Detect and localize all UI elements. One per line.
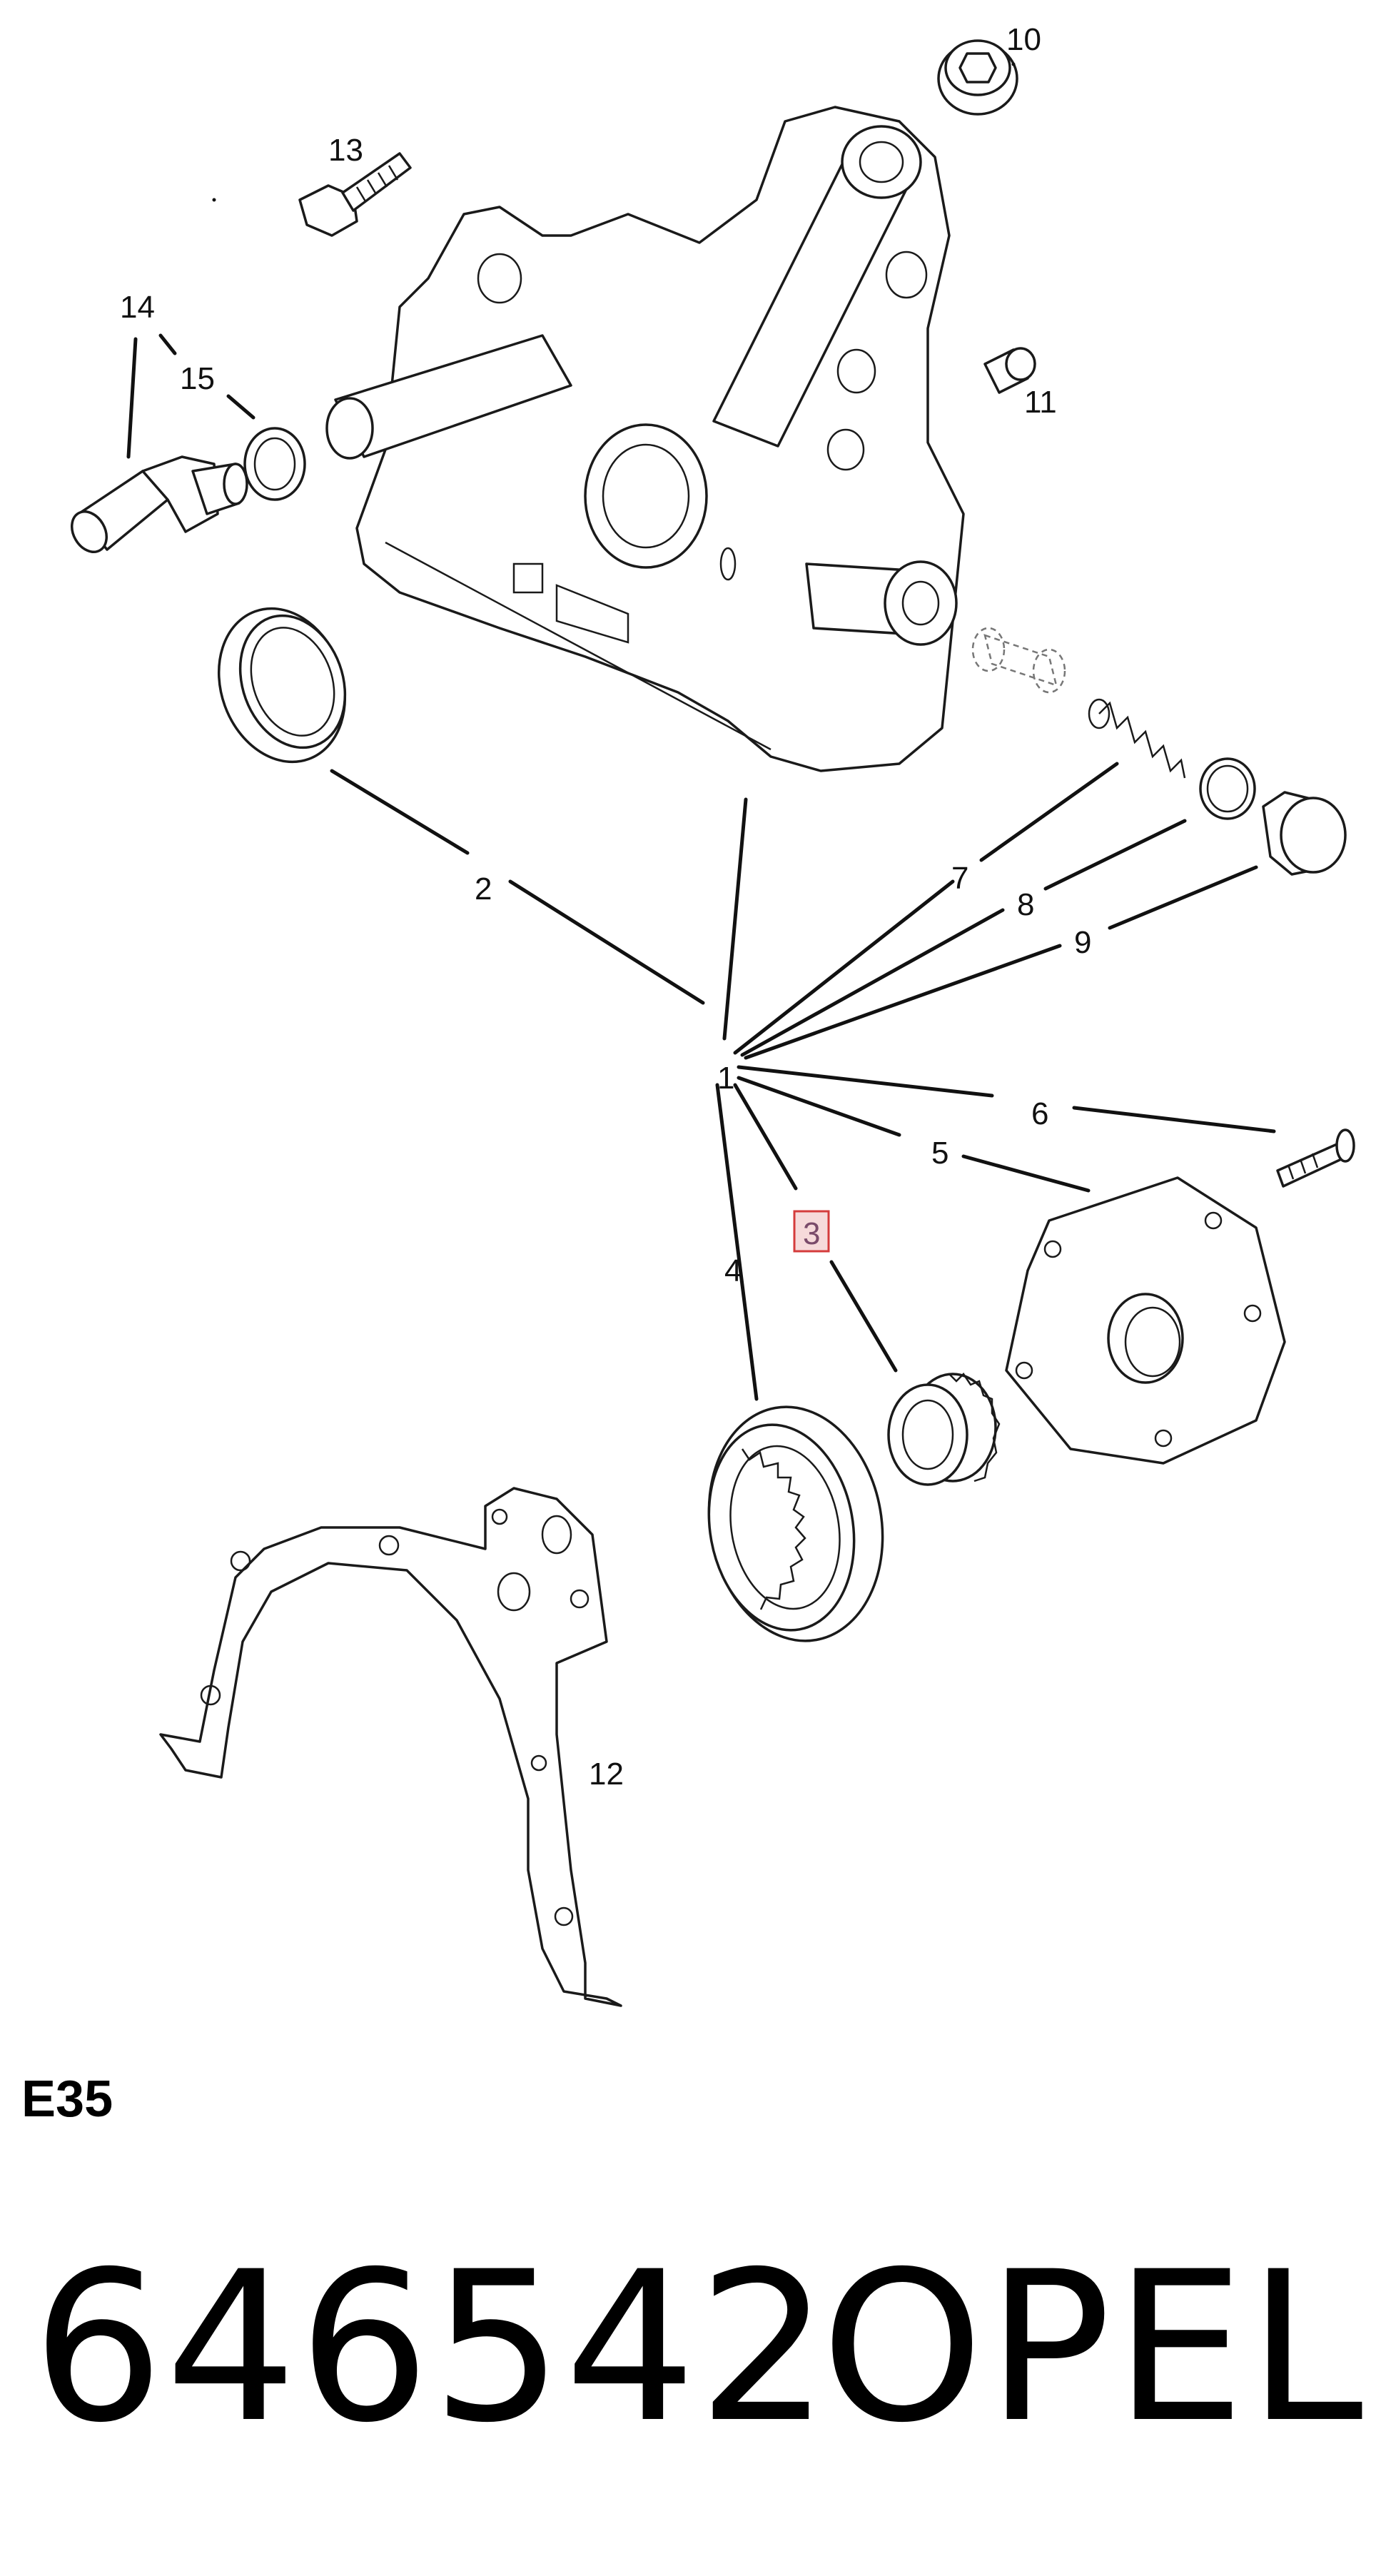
callout-7: 7 [951, 861, 968, 896]
callout-13: 13 [328, 133, 363, 168]
callout-3: 3 [803, 1216, 820, 1251]
callout-4: 4 [724, 1253, 742, 1288]
callout-9: 9 [1074, 925, 1091, 960]
o-ring [1199, 757, 1256, 820]
pump-cover-plate [1005, 1176, 1286, 1465]
hex-bolt [298, 152, 412, 237]
callout-14: 14 [120, 290, 155, 325]
callout-1: 1 [717, 1061, 734, 1096]
relief-valve-piston [971, 627, 1066, 694]
callout-8: 8 [1017, 887, 1034, 922]
leader-lines [126, 62, 1276, 1401]
callout-labels: 1 2 3 4 5 6 7 8 9 10 11 12 13 14 15 [120, 22, 1091, 1792]
callout-3-highlight [793, 1210, 830, 1253]
valve-plug [1262, 791, 1347, 876]
oil-pressure-switch [71, 455, 248, 553]
part-number: 646542 [32, 2228, 831, 2468]
callout-12: 12 [589, 1757, 624, 1792]
relief-valve-spring [1088, 698, 1186, 779]
oil-pump-housing [325, 106, 965, 772]
crankshaft-seal [217, 607, 347, 764]
threaded-plug [937, 39, 1018, 116]
callout-15: 15 [180, 361, 215, 396]
callout-6: 6 [1031, 1096, 1048, 1131]
callout-5: 5 [931, 1136, 948, 1171]
callout-10: 10 [1006, 22, 1041, 57]
cover-screw [1276, 1128, 1355, 1188]
callout-2: 2 [475, 872, 492, 906]
sealing-washer [243, 427, 306, 501]
outer-ring-gear [707, 1405, 884, 1642]
callout-11: 11 [1024, 385, 1057, 420]
dowel-pin [983, 347, 1036, 394]
inner-pump-gear [887, 1373, 1001, 1486]
section-code: E35 [21, 2071, 113, 2128]
pump-gasket [159, 1487, 622, 2007]
brand-name: OPEL [821, 2228, 1366, 2468]
